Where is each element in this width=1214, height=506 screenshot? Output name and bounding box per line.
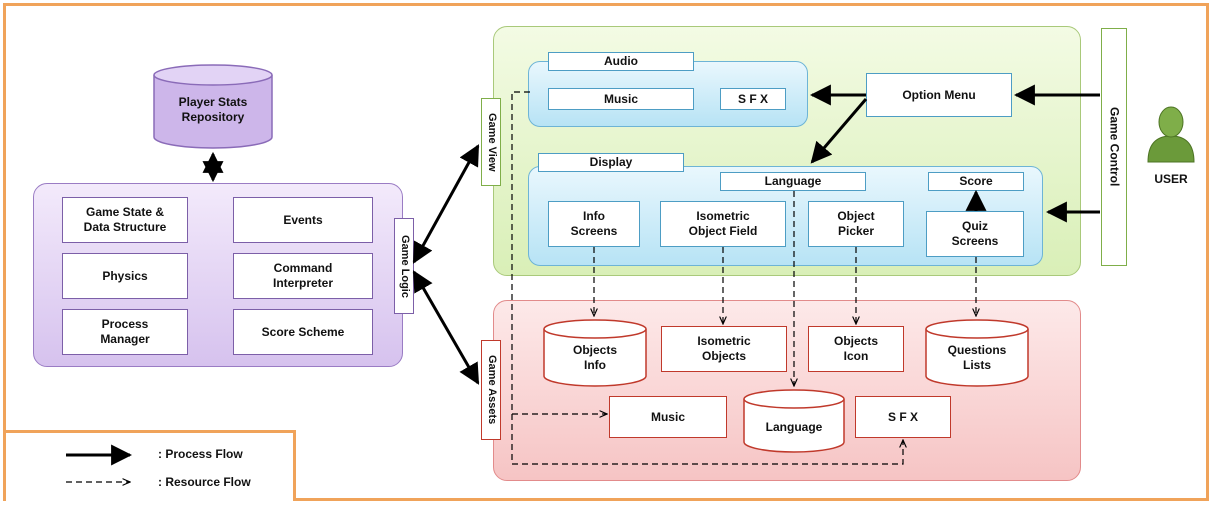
game-view-label: Game View — [481, 98, 501, 186]
objects-info-cylinder — [543, 319, 647, 387]
game-control-label: Game Control — [1101, 28, 1127, 266]
display-quiz-screens: Quiz Screens — [926, 211, 1024, 257]
player-stats-cylinder — [153, 64, 273, 149]
player-stats-label: Player Stats Repository — [178, 95, 248, 124]
logic-item-score-scheme: Score Scheme — [233, 309, 373, 355]
logic-view-arrow — [412, 144, 480, 264]
display-language: Language — [720, 172, 866, 191]
isometric-objects: Isometric Objects — [661, 326, 787, 372]
legend-process-flow: : Process Flow — [158, 446, 243, 461]
user-icon — [1147, 106, 1195, 163]
game-assets-label: Game Assets — [481, 340, 501, 440]
questions-lists-label: Questions Lists — [947, 343, 1007, 372]
logic-item-events: Events — [233, 197, 373, 243]
display-isometric-object-field: Isometric Object Field — [660, 201, 786, 247]
display-info-screens: Info Screens — [548, 201, 640, 247]
logic-item-game-state: Game State & Data Structure — [62, 197, 188, 243]
game-logic-label: Game Logic — [394, 218, 414, 314]
logic-item-command-interpreter: Command Interpreter — [233, 253, 373, 299]
logic-item-physics: Physics — [62, 253, 188, 299]
display-title: Display — [538, 153, 684, 172]
logic-item-process-manager: Process Manager — [62, 309, 188, 355]
audio-title: Audio — [548, 52, 694, 71]
music-resource-arrow — [511, 91, 607, 414]
assets-music: Music — [609, 396, 727, 438]
objects-info-label: Objects Info — [572, 343, 617, 372]
legend-box — [6, 430, 296, 501]
option-menu: Option Menu — [866, 73, 1012, 117]
audio-music: Music — [548, 88, 694, 110]
user-label: USER — [1154, 171, 1188, 186]
display-object-picker: Object Picker — [808, 201, 904, 247]
outer-frame — [3, 3, 1209, 501]
logic-assets-arrow — [412, 270, 480, 385]
assets-sfx: S F X — [855, 396, 951, 438]
audio-sfx: S F X — [720, 88, 786, 110]
objects-icon: Objects Icon — [808, 326, 904, 372]
legend-resource-flow: : Resource Flow — [158, 474, 251, 489]
questions-lists-cylinder — [925, 319, 1029, 387]
sfx-resource-arrow — [511, 414, 903, 465]
language-cylinder — [743, 389, 845, 453]
assets-language-label: Language — [765, 419, 823, 434]
option-display-arrow — [810, 98, 868, 164]
